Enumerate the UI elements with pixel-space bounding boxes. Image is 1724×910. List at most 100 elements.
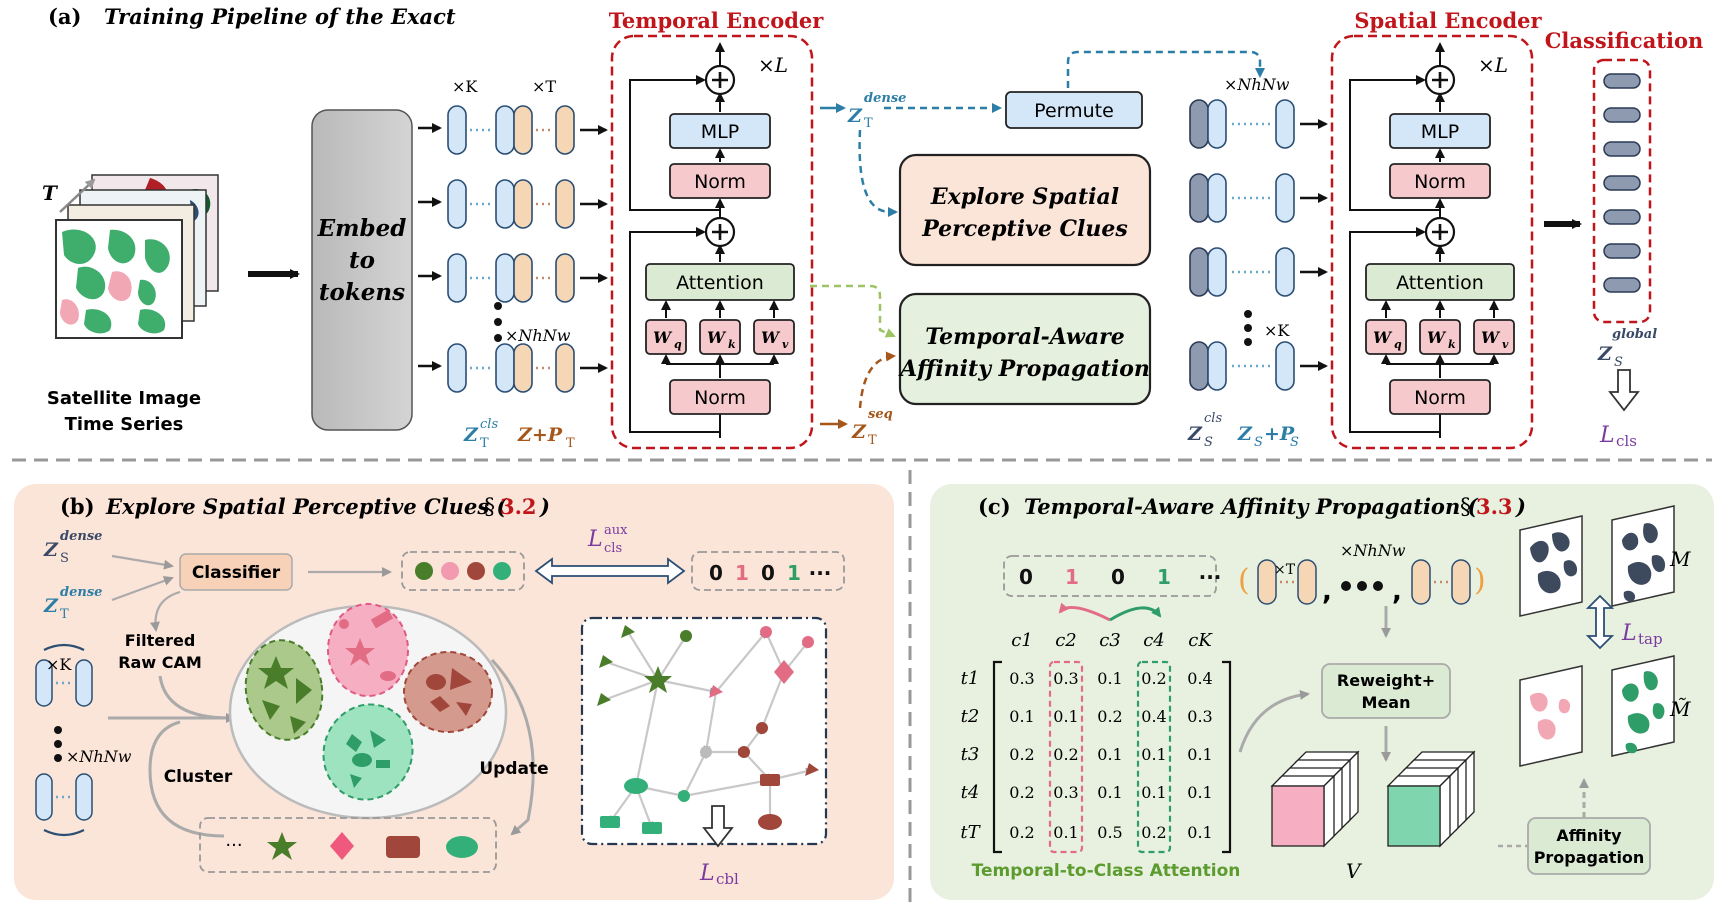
pink-cube-side [1323,774,1335,848]
down-arrow-lcbl [702,805,734,848]
graph-node [600,816,620,828]
matrix-cell: 0.1 [1187,823,1212,842]
matrix-col-header: c3 [1099,630,1121,651]
matrix-cell: 0.1 [1141,783,1166,802]
mask-card-m-right [1611,505,1675,607]
graph-node [678,790,690,802]
spatial-mlp-label: MLP [1421,121,1459,143]
spatial-patch-token [1207,99,1227,149]
vertical-ellipsis-dot [494,334,502,342]
mask-card-m-left-blob [1530,540,1549,563]
label-value: ··· [809,561,832,585]
down-arrow-lcls [1608,369,1640,412]
l-cls-label: L cls [1599,423,1637,450]
graph-edge [715,631,767,693]
affinity-line-2: Propagation [1534,848,1645,867]
token-c [1257,559,1277,605]
vertical-ellipsis-dot [54,740,62,748]
mult-t-c: ×T [1274,562,1296,578]
matrix-cell: 0.4 [1187,669,1212,688]
spatial-token-row [1189,247,1328,297]
paren-open: ( [1238,563,1250,598]
spatial-wk-box [1419,319,1461,355]
zt-cls-label: Z cls T [463,417,498,451]
graph-edge [657,678,717,695]
z-plus-pt-label: Z+P T [517,424,575,451]
graph-node [642,822,662,834]
svg-text:aux: aux [604,523,628,538]
plus-sign [1432,72,1448,88]
classification-box [1592,58,1652,324]
matrix-cell: 0.1 [1097,669,1122,688]
label-box-b [691,551,845,591]
mult-k-b: ×K [46,655,72,674]
spatial-encoder-box [1330,34,1534,450]
graph-node [802,636,814,648]
graph-edge [627,631,659,681]
mask-cards [1519,505,1675,767]
temporal-norm-bottom-label: Norm [694,387,746,409]
spatial-encoder-title: Spatial Encoder [1354,8,1542,33]
graph-node [709,685,723,698]
svg-text:cls: cls [604,541,622,556]
affinity-graph [597,625,819,834]
svg-text:Z+P: Z+P [517,424,563,446]
svg-text:Z: Z [847,105,863,127]
svg-text:cbl: cbl [716,870,739,888]
mult-nhnw-b: ×NhNw [66,747,132,766]
label-value: 1 [1065,565,1079,589]
plus-sign [1432,224,1448,240]
matrix-cell: 0.5 [1097,823,1122,842]
residual-upper [629,75,720,211]
patch-token [555,253,575,303]
svg-text:L: L [587,527,603,552]
residual-lower [629,227,720,433]
spatial-token-row [1189,341,1328,391]
label-value: 1 [787,561,801,585]
pred-dot-2 [441,562,459,580]
graph-node [760,774,780,786]
comma: , [1322,577,1332,607]
arrow-attn-to-tap [810,284,896,338]
svg-text:Z: Z [463,424,479,446]
label-value: 0 [709,561,723,585]
temporal-wq-box [645,319,687,355]
spatial-wv-sub: v [1502,338,1509,351]
mask-card-mtilde-left-blob [1537,719,1556,740]
matrix-row-header: t3 [961,744,980,765]
patch-token [513,343,533,393]
spatial-patch-token [1275,341,1295,391]
time-axis-arrow [59,178,96,213]
mask-card-mtilde-right-blob [1643,671,1658,691]
matrix-caption: Temporal-to-Class Attention [972,861,1241,881]
panel-c-section-num: 3.3 [1476,494,1513,519]
label-box-c [1003,555,1217,597]
token-b [75,659,93,707]
input-label-2: Time Series [65,414,184,435]
mult-k-s-label: ×K [1264,321,1290,340]
graph-edge [703,691,718,753]
temporal-norm-bottom [669,379,771,415]
panel-c-letter: (c) [978,494,1011,519]
matrix-cell: 0.1 [1053,823,1078,842]
label-value: 0 [761,561,775,585]
graph-edge [657,635,687,681]
embed-line-3: tokens [319,279,405,306]
mask-card-mtilde-right-blob [1627,713,1650,734]
svg-text:T: T [60,607,69,622]
svg-text:Z: Z [43,595,59,617]
matrix-cell: 0.2 [1009,745,1034,764]
mask-card-mtilde-right-blob [1625,742,1638,754]
spatial-token-rows [1189,99,1328,391]
zt-seq-label: Z seq T [851,407,893,448]
temporal-wv-sub: v [782,338,789,351]
svg-text:S: S [1614,355,1623,370]
spatial-cls-token [1189,341,1209,391]
svg-text:T: T [480,436,489,451]
spatial-wq-label: W [1373,328,1393,347]
mask-card-mtilde-right [1611,655,1675,757]
matrix-col-header: c4 [1143,630,1165,651]
brown-cluster [403,651,493,733]
panel-c: (c) Temporal-Aware Affinity Propagation … [930,484,1714,900]
